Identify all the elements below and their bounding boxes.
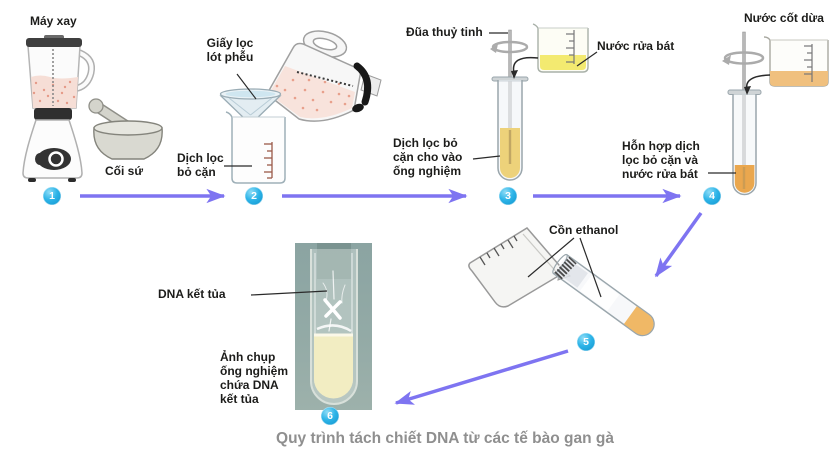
coconut-liquid: [770, 71, 828, 86]
photo-tube: [310, 243, 358, 405]
coconut-beaker-scale: [804, 44, 813, 82]
tube-rim: [727, 89, 762, 95]
jug-measure-marks: [296, 71, 354, 87]
stirring-tube-illustration: [490, 23, 589, 181]
blender-lid: [26, 38, 82, 47]
step-badge-5: 5: [577, 333, 595, 351]
pour-arrow: [512, 56, 539, 74]
blended-liquid: [31, 75, 78, 108]
filter-paper-shape: [225, 90, 276, 98]
mixture-tube-illustration: [722, 31, 829, 196]
tube-liquid-orange: [623, 306, 654, 335]
rotation-arrow: [723, 51, 765, 65]
blender-dial: [37, 148, 71, 170]
photo-liquid: [314, 335, 353, 399]
label-blender: Máy xay: [30, 14, 77, 28]
collect-beaker: [231, 117, 286, 184]
ethanol-beaker-scale: [479, 235, 518, 266]
blender-illustration: [22, 35, 95, 182]
label-dish-soap: Nước rửa bát: [597, 39, 675, 53]
beaker-scale-marks: [264, 142, 273, 179]
label-dna-precipitate: DNA kết tủa: [158, 287, 226, 301]
jug-liquid: [269, 66, 355, 119]
mortar-rim: [93, 120, 163, 136]
step-badge-4: 4: [703, 187, 721, 205]
label-filter-paper: Giấy lọc lót phễu: [206, 36, 254, 65]
soap-liquid: [540, 55, 586, 70]
dna-precipitate-shape: [322, 270, 346, 332]
label-photo-note: Ảnh chụp ống nghiệm chứa DNA kết tủa: [220, 350, 288, 407]
diagram-caption: Quy trình tách chiết DNA từ các tế bào g…: [276, 430, 614, 447]
label-mortar: Cối sứ: [105, 164, 144, 178]
label-filtrate-in-tube: Dịch lọc bỏ cặn cho vào ống nghiệm: [393, 136, 463, 179]
jug-liquid-dots: [275, 78, 351, 112]
tilted-test-tube: [552, 253, 655, 337]
step-badge-1: 1: [43, 187, 61, 205]
blender-waist: [34, 108, 72, 120]
label-coconut-milk: Nước cốt dừa: [744, 11, 824, 25]
label-mixture: Hỗn hợp dịch lọc bỏ cặn và nước rửa bát: [622, 139, 700, 182]
ethanol-pouring-illustration: [468, 227, 655, 337]
step-badge-2: 2: [245, 187, 263, 205]
rotation-arrow: [491, 40, 529, 54]
mortar-pestle-illustration: [88, 98, 163, 160]
jug-collar: [353, 62, 372, 106]
step-badge-3: 3: [499, 187, 517, 205]
step-badge-6: 6: [321, 407, 339, 425]
label-filtrate: Dịch lọc bỏ cặn: [177, 151, 224, 180]
dna-photo: [295, 243, 372, 410]
arrow-step5-to-6: [394, 349, 569, 405]
label-glass-rod: Đũa thuỷ tinh: [406, 25, 483, 39]
label-ethanol: Cồn ethanol: [549, 223, 619, 237]
soap-beaker-scale: [566, 30, 575, 64]
